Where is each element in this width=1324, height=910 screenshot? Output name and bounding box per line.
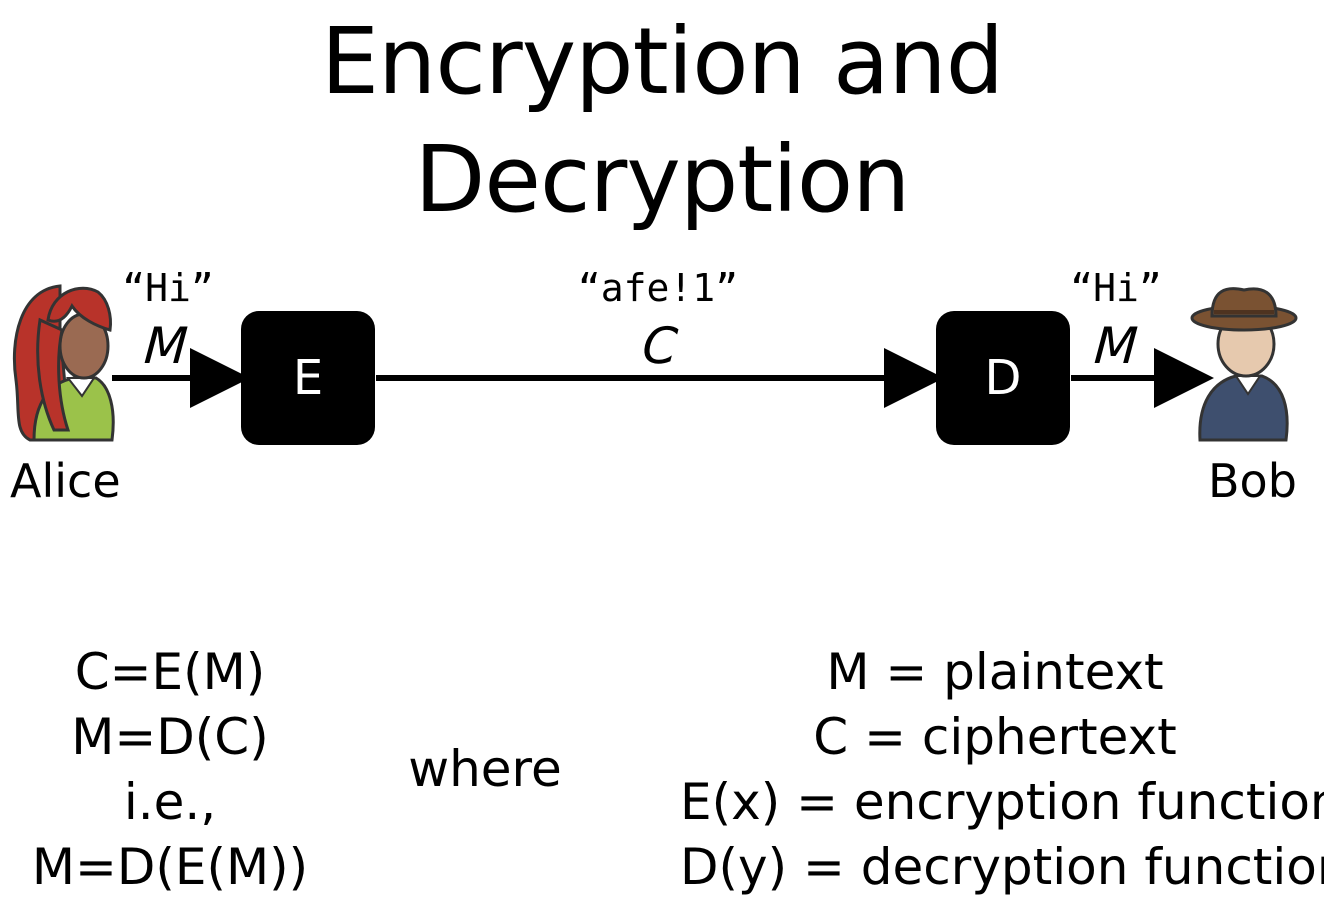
left-plaintext-quote: “Hi” xyxy=(122,266,214,310)
equation-line: M=D(E(M)) xyxy=(31,838,309,896)
definition-line: C = ciphertext xyxy=(813,708,1177,766)
alice-avatar-icon xyxy=(12,284,115,442)
right-plaintext-quote: “Hi” xyxy=(1070,266,1162,310)
equations-left: C=E(M) M=D(C) i.e., M=D(E(M)) xyxy=(20,640,320,900)
ciphertext-symbol: C xyxy=(640,317,680,375)
diagram-title-line-1: Encryption and xyxy=(320,8,1004,115)
diagram-title-line-2: Decryption xyxy=(414,126,911,233)
where-connector: where xyxy=(408,740,562,798)
right-message-symbol: M xyxy=(1092,317,1140,375)
alice-label: Alice xyxy=(10,454,121,508)
decrypt-box: D xyxy=(936,311,1070,445)
equation-line: C=E(M) xyxy=(74,643,266,701)
equation-line: M=D(C) xyxy=(71,708,269,766)
encrypt-box-label: E xyxy=(292,350,324,406)
definition-line: M = plaintext xyxy=(826,643,1164,701)
equations-right: M = plaintext C = ciphertext E(x) = encr… xyxy=(680,640,1324,900)
encrypt-box: E xyxy=(241,311,375,445)
left-message-symbol: M xyxy=(142,317,190,375)
bob-avatar-icon xyxy=(1190,287,1298,442)
definition-line: E(x) = encryption function xyxy=(680,773,1324,831)
equation-line: i.e., xyxy=(123,773,217,831)
decrypt-box-label: D xyxy=(984,350,1022,406)
definition-line: D(y) = decryption function xyxy=(680,838,1324,896)
ciphertext-quote: “afe!1” xyxy=(577,266,739,310)
bob-label: Bob xyxy=(1208,454,1297,508)
